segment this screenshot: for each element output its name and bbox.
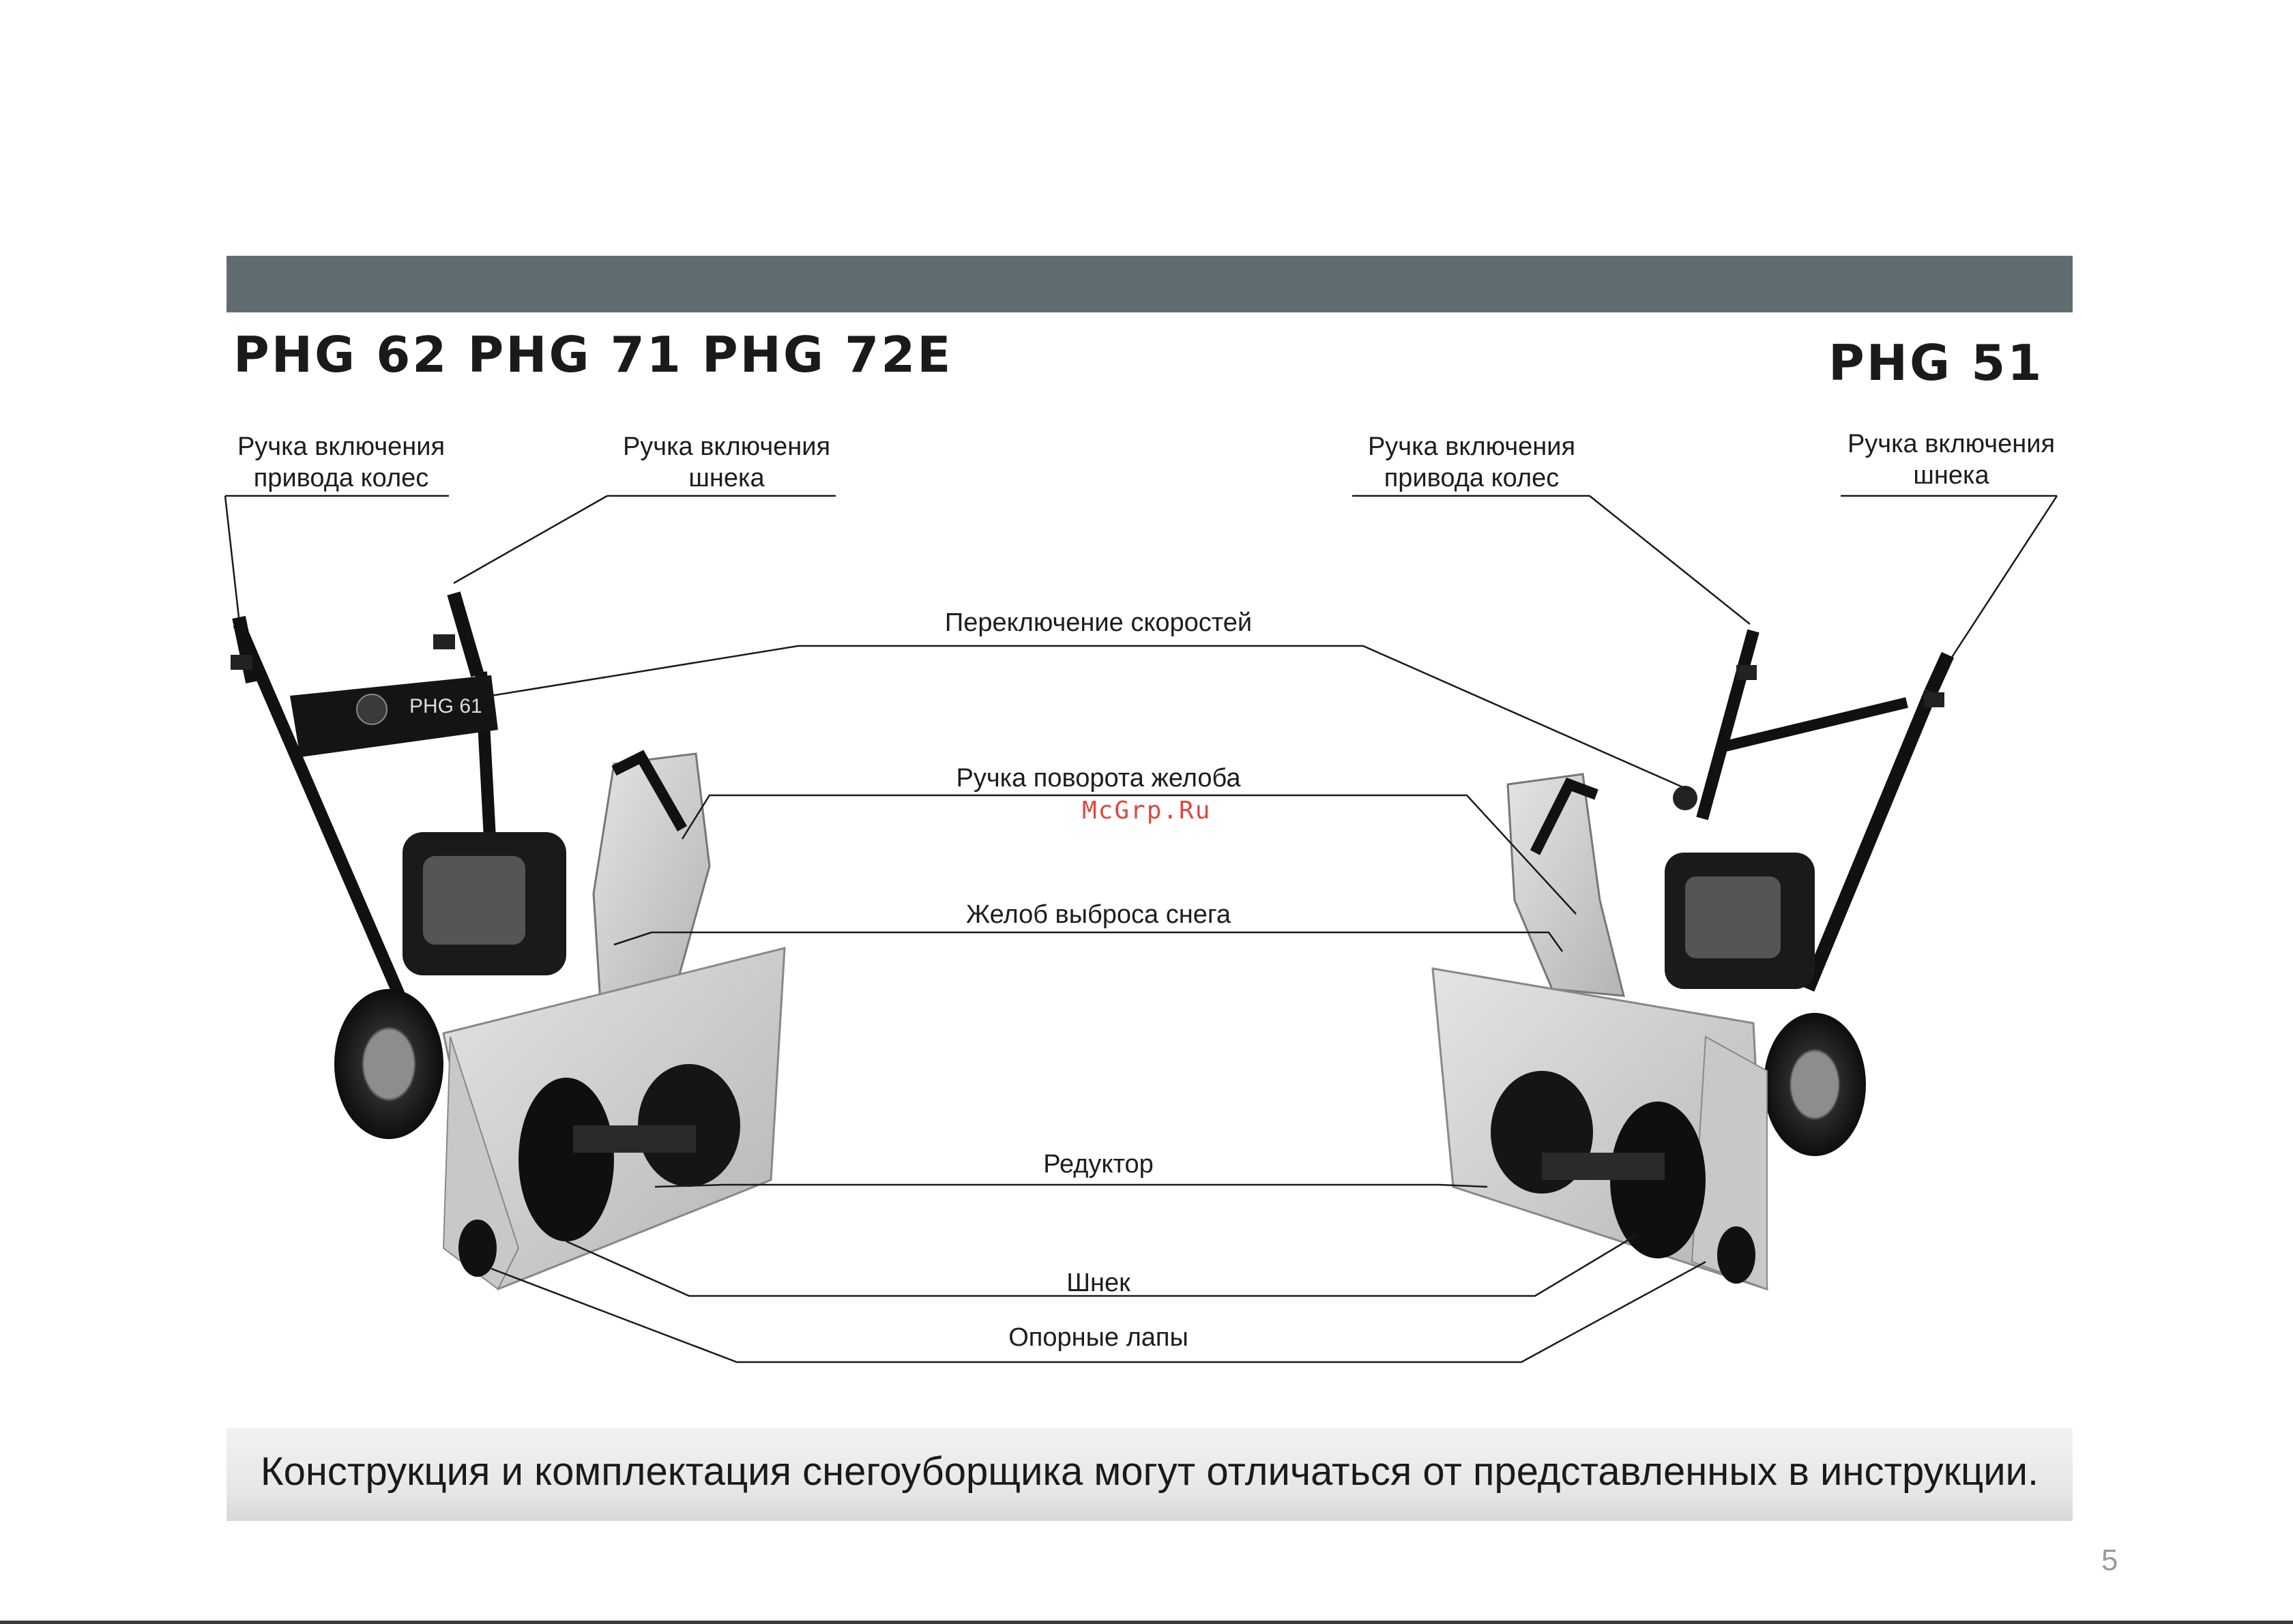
bottom-divider	[0, 1621, 2293, 1624]
label-line: шнека	[1913, 461, 1989, 490]
label-chute-handle: Ручка поворота желоба	[956, 764, 1241, 793]
watermark: McGrp.Ru	[1082, 797, 1212, 825]
right-snowblower-image	[1431, 629, 1955, 1291]
header-bar	[227, 256, 2073, 312]
label-skids: Опорные лапы	[1008, 1323, 1188, 1352]
left-snowblower-image: PHG 61	[231, 591, 786, 1291]
label-auger-drive-left: Ручка включения шнека	[614, 431, 839, 494]
label-line: шнека	[688, 464, 765, 492]
label-line: привода колес	[253, 464, 429, 492]
label-line: Ручка включения	[1367, 432, 1576, 461]
footer-banner: Конструкция и комплектация снегоуборщика…	[227, 1428, 2073, 1521]
label-line: Ручка включения	[1847, 430, 2056, 458]
leader-lines	[224, 494, 2058, 1363]
models-title-left: PHG 62 PHG 71 PHG 72E	[233, 326, 953, 383]
label-line: Ручка включения	[622, 432, 831, 461]
label-auger-drive-right: Ручка включения шнека	[1839, 428, 2064, 491]
label-wheel-drive-left: Ручка включения привода колес	[225, 431, 457, 494]
label-speed-switch: Переключение скоростей	[944, 608, 1253, 637]
label-line: Ручка включения	[237, 432, 446, 461]
machine-badge: PHG 61	[409, 695, 482, 718]
models-title-right: PHG 51	[1828, 334, 2044, 392]
footer-note: Конструкция и комплектация снегоуборщика…	[260, 1449, 2039, 1494]
page-number: 5	[2101, 1544, 2118, 1577]
label-line: привода колес	[1384, 464, 1560, 492]
label-gearbox: Редуктор	[1043, 1150, 1154, 1179]
label-auger: Шнек	[1066, 1269, 1130, 1297]
label-chute: Желоб выброса снега	[965, 900, 1231, 929]
label-wheel-drive-right: Ручка включения привода колес	[1356, 431, 1588, 494]
